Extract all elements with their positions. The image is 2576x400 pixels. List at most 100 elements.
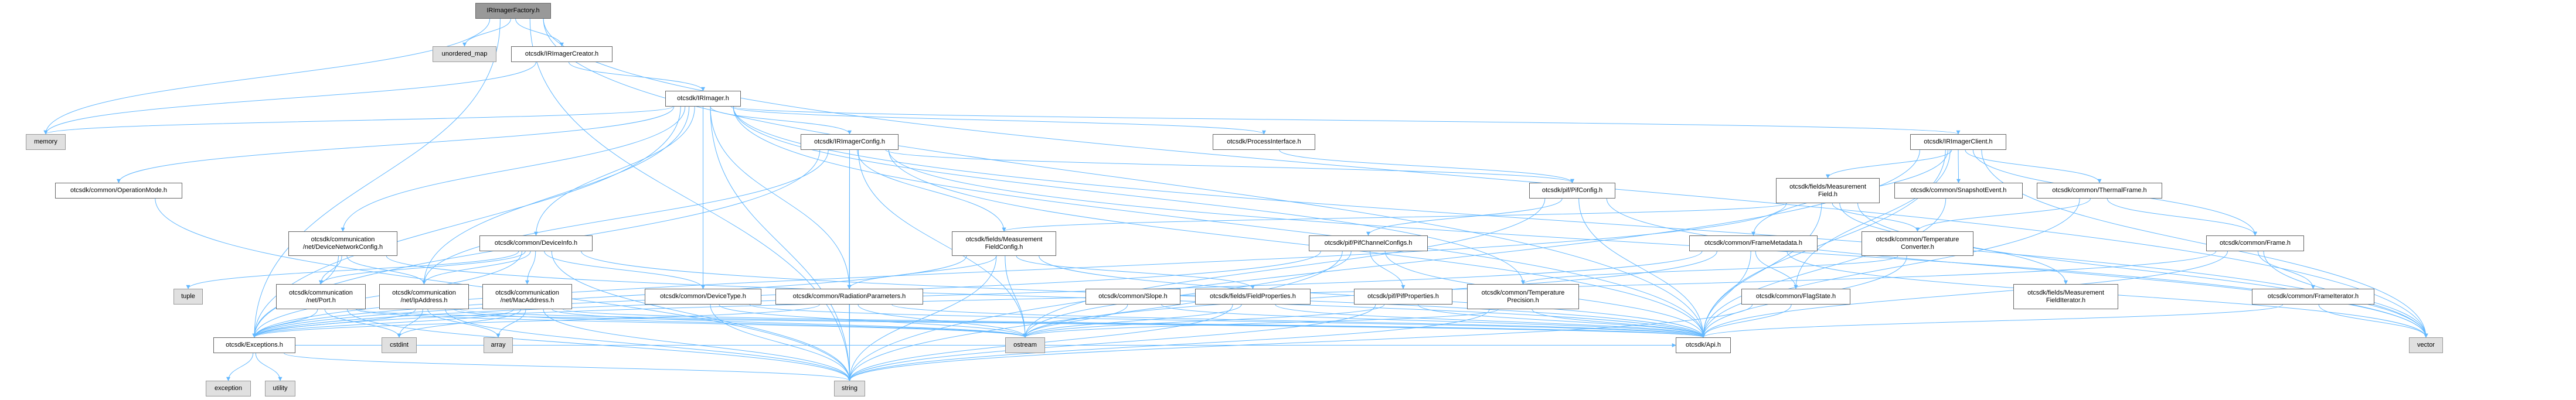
dependency-edge xyxy=(319,251,526,285)
dependency-edge xyxy=(1857,203,2428,338)
dependency-edge xyxy=(252,309,318,338)
graph-node-slope[interactable]: otcsdk/common/Slope.h xyxy=(1085,289,1180,305)
dependency-edge xyxy=(43,106,673,135)
dependency-edge xyxy=(1915,198,2091,232)
dependency-edge xyxy=(1606,198,2428,338)
graph-node-memory: memory xyxy=(26,134,66,150)
dependency-edge xyxy=(324,309,401,338)
dependency-edge xyxy=(341,106,686,232)
dependency-edge xyxy=(730,106,1266,135)
dependency-edge xyxy=(255,353,283,381)
dependency-edge xyxy=(1965,149,2102,183)
dependency-edge xyxy=(460,309,1705,338)
graph-node-tempprec[interactable]: otcsdk/common/Temperature Precision.h xyxy=(1467,284,1579,309)
dependency-edge xyxy=(552,309,1027,338)
graph-node-exceptions[interactable]: otcsdk/Exceptions.h xyxy=(213,337,295,353)
graph-node-devtype[interactable]: otcsdk/common/DeviceType.h xyxy=(645,289,761,305)
dependency-edge xyxy=(891,304,1706,338)
graph-node-mfconfig[interactable]: otcsdk/fields/Measurement FieldConfig.h xyxy=(952,231,1056,256)
graph-node-framemeta[interactable]: otcsdk/common/FrameMetadata.h xyxy=(1689,235,1818,251)
dependency-edge xyxy=(543,18,2428,338)
dependency-edge xyxy=(397,309,522,338)
dependency-edge xyxy=(422,106,690,285)
graph-node-creator[interactable]: otcsdk/IRImagerCreator.h xyxy=(511,46,612,62)
dependency-edge xyxy=(733,106,2428,338)
graph-node-pifchan[interactable]: otcsdk/pif/PifChannelConfigs.h xyxy=(1309,235,1428,251)
graph-node-ipaddr[interactable]: otcsdk/communication /net/IpAddress.h xyxy=(379,284,469,309)
dependency-edge xyxy=(1023,309,1499,338)
graph-node-mfiter[interactable]: otcsdk/fields/Measurement FieldIterator.… xyxy=(2013,284,2118,309)
graph-node-unordered-map: unordered_map xyxy=(433,46,496,62)
dependency-edge xyxy=(543,18,1706,338)
dependency-edge xyxy=(847,255,997,289)
dependency-edge xyxy=(43,61,536,135)
dependency-edge xyxy=(848,255,997,381)
dependency-edge xyxy=(1701,304,1792,338)
dependency-edge xyxy=(1981,149,2428,338)
dependency-edge xyxy=(356,309,1027,338)
graph-node-frameiter[interactable]: otcsdk/common/FrameIterator.h xyxy=(2252,289,2374,305)
graph-node-pifprops[interactable]: otcsdk/pif/PifProperties.h xyxy=(1354,289,1452,305)
dependency-edge xyxy=(1418,304,1706,338)
graph-node-thermal[interactable]: otcsdk/common/ThermalFrame.h xyxy=(2037,183,2162,199)
dependency-edge xyxy=(544,251,705,289)
dependency-edge xyxy=(885,149,1574,183)
dependency-edge xyxy=(43,18,491,135)
graph-node-port[interactable]: otcsdk/communication /net/Port.h xyxy=(276,284,366,309)
dependency-edge xyxy=(252,203,1787,338)
dependency-edge xyxy=(422,149,829,285)
graph-node-imager[interactable]: otcsdk/IRImager.h xyxy=(665,91,741,107)
dependency-edge xyxy=(857,149,1006,232)
graph-node-tempconv[interactable]: otcsdk/common/Temperature Converter.h xyxy=(1862,231,1973,256)
dependency-edge xyxy=(1521,255,1898,285)
graph-node-flagstate[interactable]: otcsdk/common/FlagState.h xyxy=(1741,289,1850,305)
graph-node-opmode[interactable]: otcsdk/common/OperationMode.h xyxy=(55,183,182,199)
dependency-edge xyxy=(1578,198,1706,338)
graph-node-tuple: tuple xyxy=(173,289,203,305)
graph-node-utility: utility xyxy=(265,381,295,396)
dependency-edge xyxy=(563,309,1705,338)
dependency-edge xyxy=(1023,198,1546,338)
graph-node-radparams[interactable]: otcsdk/common/RadiationParameters.h xyxy=(775,289,923,305)
dependency-edge xyxy=(534,106,695,236)
dependency-edge xyxy=(1002,203,1787,232)
dependency-edge xyxy=(2257,251,2315,289)
dependency-edge xyxy=(454,309,1027,338)
dependency-edge xyxy=(515,18,564,47)
graph-node-fieldprops[interactable]: otcsdk/fields/FieldProperties.h xyxy=(1195,289,1311,305)
dependency-edge xyxy=(462,18,511,47)
dependency-edge xyxy=(1755,251,1798,289)
graph-node-macaddr[interactable]: otcsdk/communication /net/MacAddress.h xyxy=(482,284,572,309)
graph-node-array: array xyxy=(484,337,513,353)
graph-node-procif[interactable]: otcsdk/ProcessInterface.h xyxy=(1213,134,1315,150)
dependency-edge xyxy=(252,309,514,338)
graph-node-api[interactable]: otcsdk/Api.h xyxy=(1676,337,1731,353)
graph-node-client[interactable]: otcsdk/IRImagerClient.h xyxy=(1910,134,2006,150)
graph-node-devinfo[interactable]: otcsdk/common/DeviceInfo.h xyxy=(479,235,593,251)
graph-node-string: string xyxy=(834,381,865,396)
dependency-edge xyxy=(284,353,852,381)
dependency-edge xyxy=(1826,149,1952,179)
graph-node-netcfg[interactable]: otcsdk/communication /net/DeviceNetworkC… xyxy=(288,231,397,256)
dependency-edge xyxy=(1023,304,1385,338)
dependency-edge xyxy=(252,18,501,338)
dependency-edge xyxy=(569,61,705,91)
dependency-edge xyxy=(1701,203,1822,338)
dependency-edge xyxy=(496,309,526,338)
dependency-edge xyxy=(848,304,1376,381)
dependency-edge xyxy=(733,106,1960,135)
graph-node-mfield[interactable]: otcsdk/fields/Measurement Field.h xyxy=(1776,178,1880,203)
dependency-edge xyxy=(710,106,852,289)
dependency-edge xyxy=(710,106,852,135)
graph-node-frame[interactable]: otcsdk/common/Frame.h xyxy=(2206,235,2304,251)
graph-node-pifconfig[interactable]: otcsdk/pif/PifConfig.h xyxy=(1529,183,1615,199)
dependency-edge xyxy=(1016,255,1255,289)
dependency-edge xyxy=(1161,304,1706,338)
graph-node-imagerconfig[interactable]: otcsdk/IRImagerConfig.h xyxy=(801,134,899,150)
graph-node-vector: vector xyxy=(2409,337,2443,353)
dependency-edge xyxy=(397,309,423,338)
dependency-edge xyxy=(1701,198,2080,338)
graph-node-snapshot[interactable]: otcsdk/common/SnapshotEvent.h xyxy=(1894,183,2023,199)
dependency-edge xyxy=(186,251,519,289)
dependency-edge xyxy=(422,251,531,285)
